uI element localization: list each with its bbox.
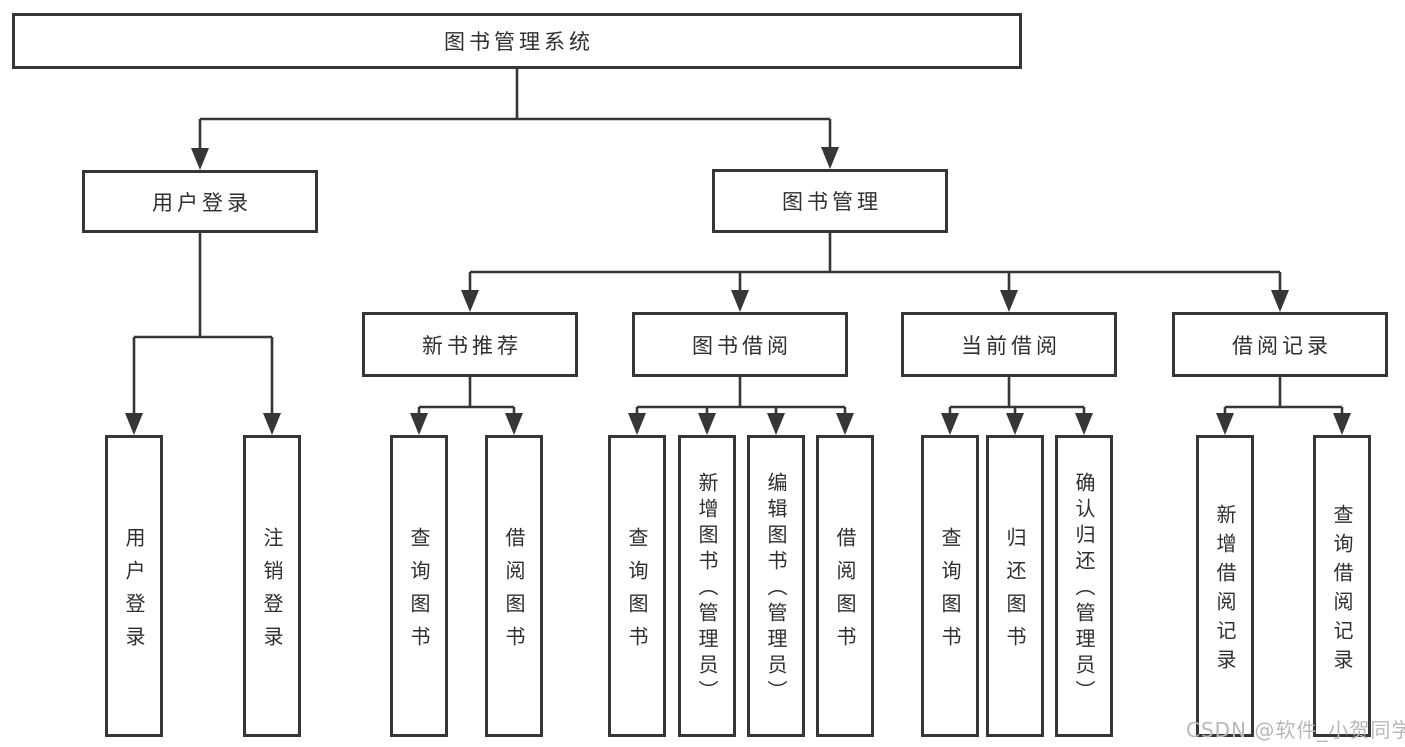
connector-current-borrow-children: [941, 377, 1093, 435]
node-current-borrow: 当前借阅: [901, 312, 1117, 377]
node-book-borrow: 图书借阅: [632, 312, 848, 377]
node-label: 借阅记录: [1232, 333, 1332, 358]
node-label: 新书推荐: [422, 333, 522, 358]
node-label: 查询图书: [407, 526, 431, 659]
node-label: 新增图书（管理员）: [695, 472, 719, 706]
connector-book-borrow-children: [628, 377, 854, 435]
connector-root-to-level2: [191, 69, 839, 170]
node-label: 新增借阅记录: [1213, 503, 1237, 678]
node-label: 查询图书: [625, 526, 649, 659]
node-book-management: 图书管理: [712, 169, 948, 233]
leaf-edit-books-admin: 编辑图书（管理员）: [747, 435, 805, 737]
node-borrow-records: 借阅记录: [1172, 312, 1388, 377]
node-system-root: 图书管理系统: [12, 13, 1022, 69]
leaf-logout: 注销登录: [243, 435, 301, 737]
leaf-confirm-return-admin: 确认归还（管理员）: [1055, 435, 1113, 737]
node-label: 编辑图书（管理员）: [764, 472, 788, 706]
connector-new-book-children: [410, 377, 523, 435]
leaf-borrow-books-1: 借阅图书: [485, 435, 543, 737]
node-new-book-recommend: 新书推荐: [362, 312, 578, 377]
leaf-return-books: 归还图书: [986, 435, 1044, 737]
node-label: 当前借阅: [961, 333, 1061, 358]
node-label: 借阅图书: [833, 526, 857, 659]
node-user-login-branch: 用户登录: [82, 170, 318, 233]
node-label: 查询图书: [938, 526, 962, 659]
leaf-add-borrow-record: 新增借阅记录: [1196, 435, 1254, 737]
node-label: 确认归还（管理员）: [1072, 472, 1096, 706]
node-label: 用户登录: [122, 526, 146, 659]
connector-book-management-children: [461, 233, 1289, 312]
node-label: 归还图书: [1003, 526, 1027, 659]
connector-user-login-children: [125, 233, 281, 435]
node-label: 图书借阅: [692, 333, 792, 358]
leaf-query-books-2: 查询图书: [608, 435, 666, 737]
watermark-text: CSDN @软件_小贺同学: [1186, 718, 1405, 742]
leaf-query-borrow-record: 查询借阅记录: [1313, 435, 1371, 737]
leaf-query-books-3: 查询图书: [921, 435, 979, 737]
node-label: 注销登录: [260, 526, 284, 659]
leaf-user-login: 用户登录: [105, 435, 163, 737]
leaf-query-books-1: 查询图书: [390, 435, 448, 737]
node-label: 图书管理系统: [444, 30, 594, 54]
leaf-add-books-admin: 新增图书（管理员）: [678, 435, 736, 737]
node-label: 借阅图书: [502, 526, 526, 659]
leaf-borrow-books-2: 借阅图书: [816, 435, 874, 737]
connector-borrow-records-children: [1216, 377, 1351, 435]
node-label: 用户登录: [152, 190, 252, 215]
node-label: 查询借阅记录: [1330, 503, 1354, 678]
node-label: 图书管理: [782, 190, 882, 214]
